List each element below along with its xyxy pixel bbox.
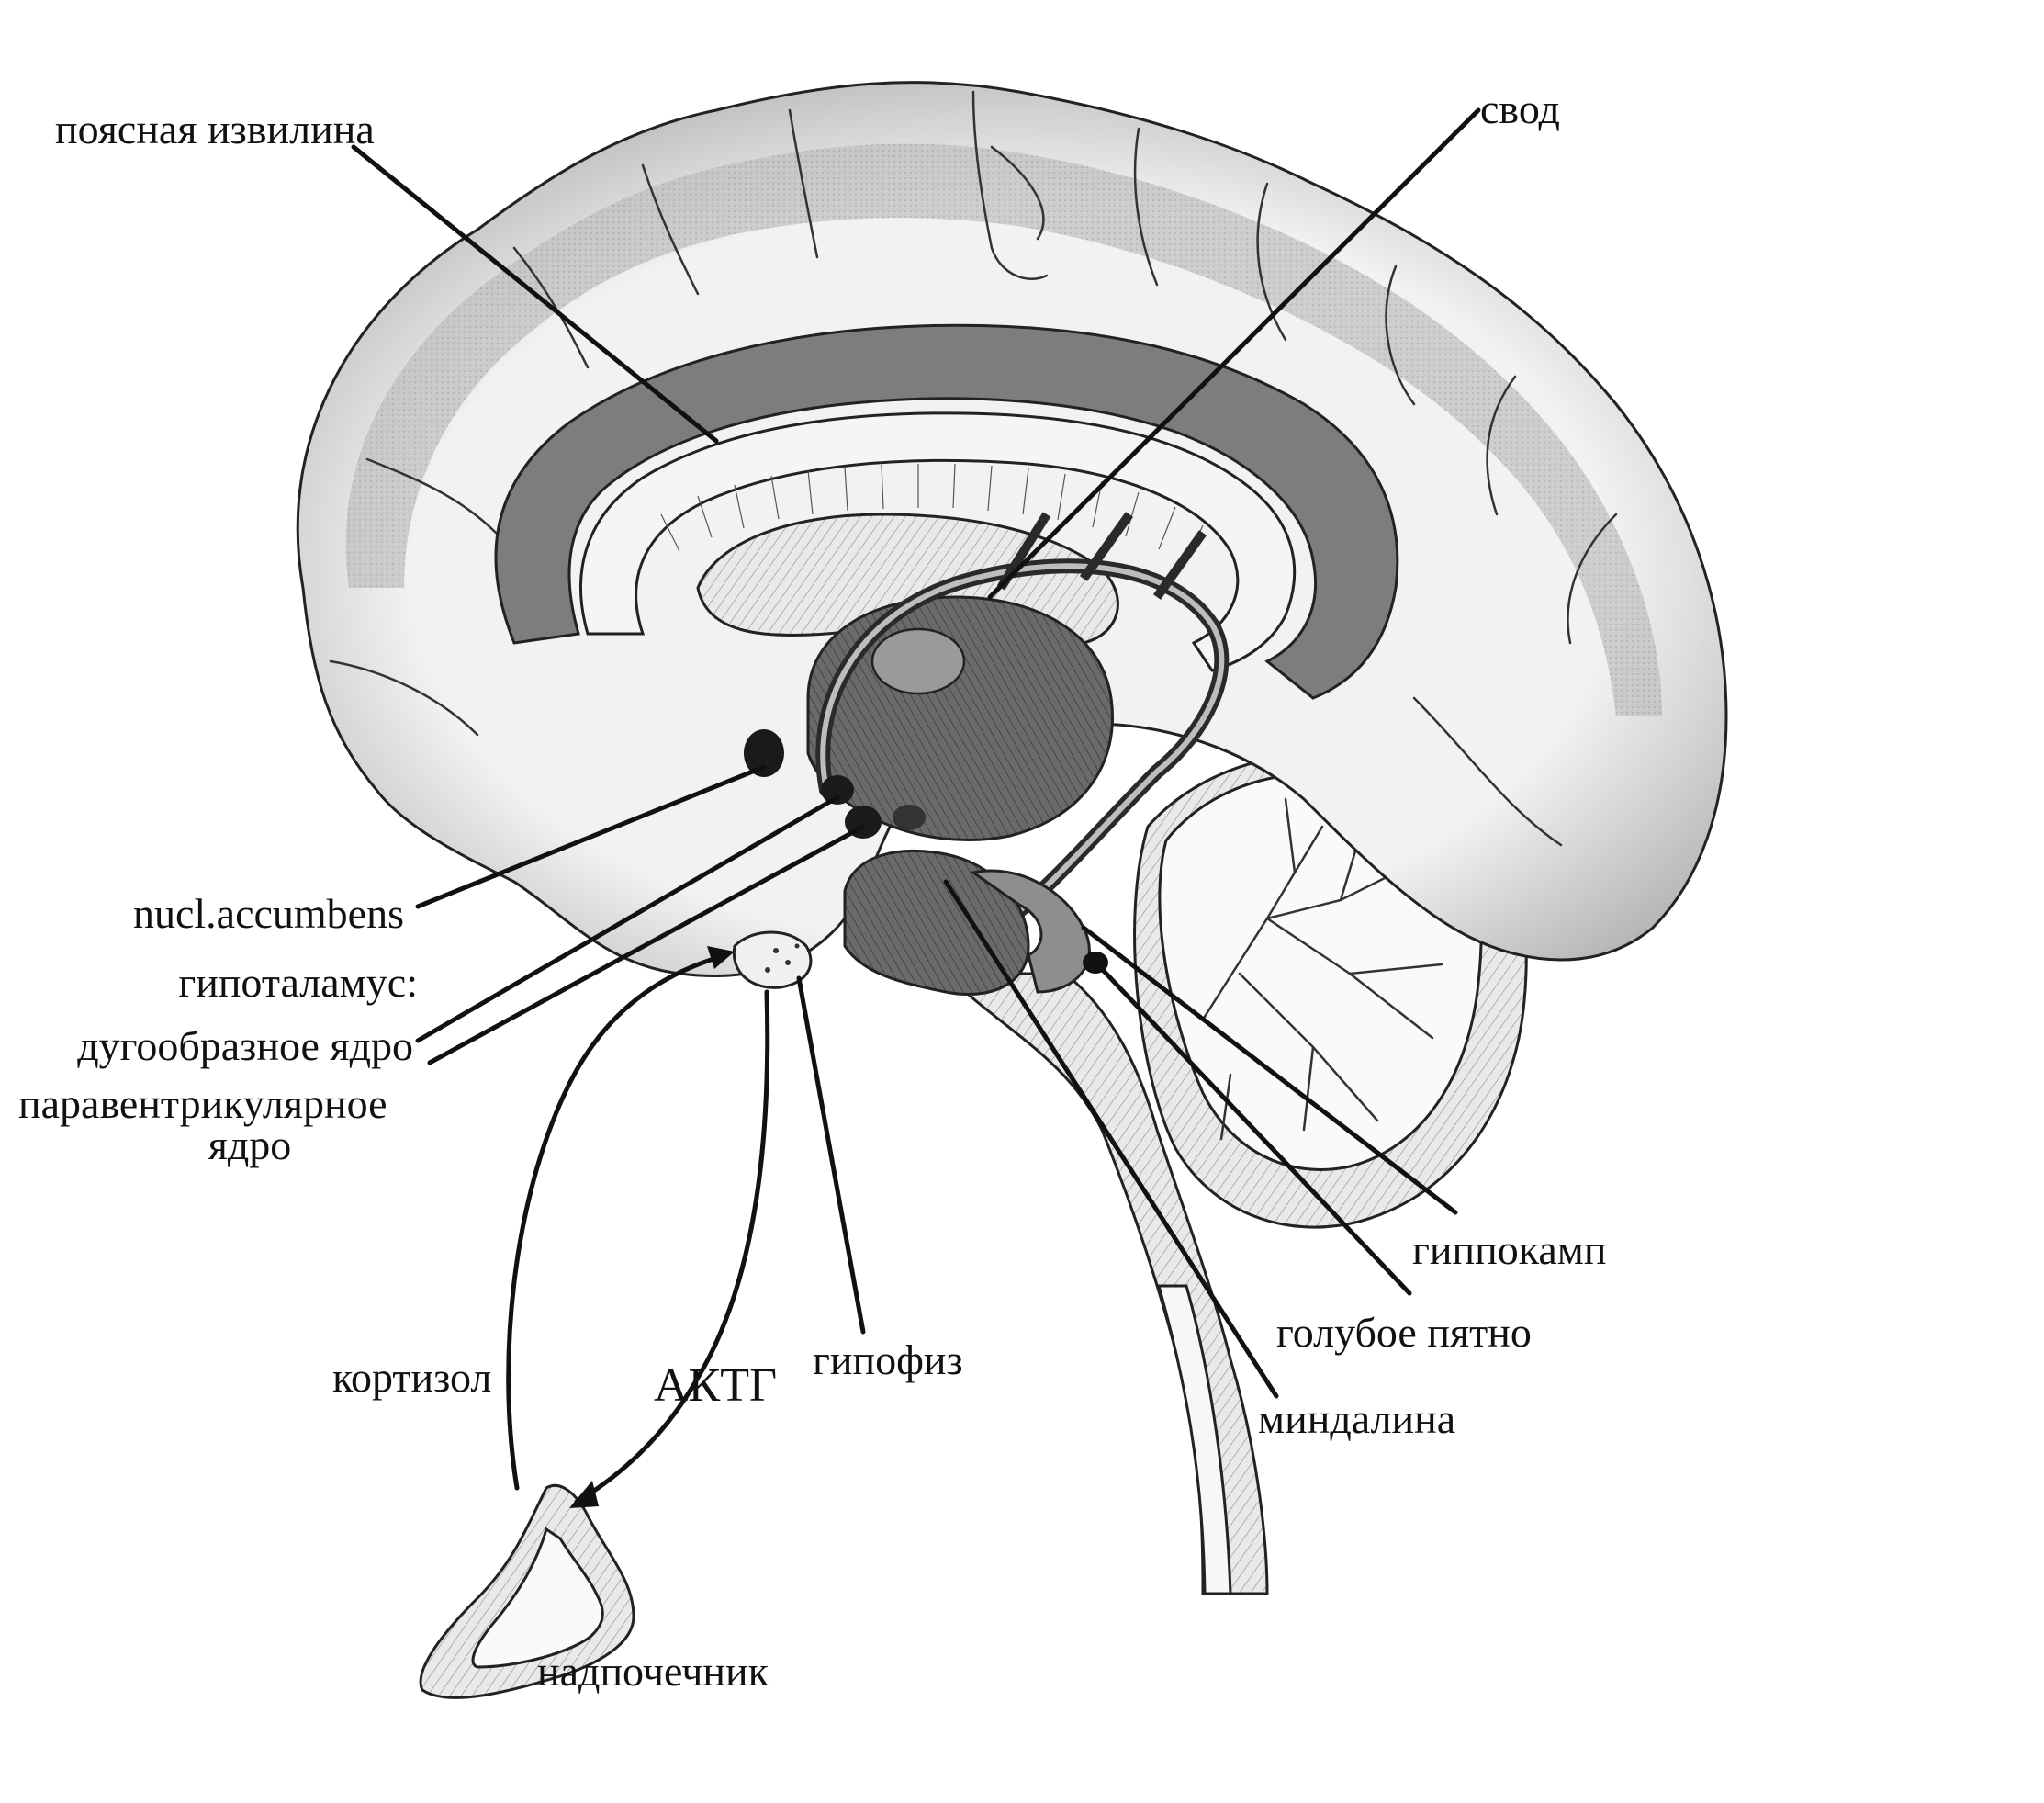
label-fornix: свод (1480, 85, 1560, 132)
label-acth: АКТГ (654, 1359, 777, 1412)
label-accumbens: nucl.accumbens (133, 890, 404, 937)
labels: поясная извилина свод nucl.accumbens гип… (18, 85, 1607, 1695)
deep-structures (696, 512, 1230, 997)
label-hypothalamus: гипоталамус: (178, 959, 418, 1006)
label-cingulate: поясная извилина (55, 106, 375, 152)
label-hippocampus: гиппокамп (1412, 1226, 1607, 1273)
leader-lines (351, 107, 1481, 1399)
acth-arrow (574, 989, 770, 1504)
leader-hippocampus (1081, 925, 1458, 1215)
label-paraventricular-2: ядро (208, 1121, 292, 1168)
label-paraventricular-1: паравентрикулярное (18, 1080, 387, 1127)
cortisol-arrow (506, 952, 728, 1491)
pituitary-gland (732, 930, 813, 989)
leader-arcuate (415, 794, 840, 1043)
label-arcuate: дугообразное ядро (77, 1022, 413, 1069)
leader-fornix (987, 107, 1481, 600)
cortisol-arrowhead (707, 946, 735, 969)
label-pituitary: гипофиз (813, 1336, 963, 1383)
adrenal-gland (419, 1483, 635, 1699)
acth-arrowhead (569, 1481, 599, 1508)
leader-paraventricular (427, 824, 866, 1065)
label-locus-coeruleus: голубое пятно (1276, 1309, 1532, 1356)
label-amygdala: миндалина (1258, 1395, 1455, 1442)
leader-accumbens (415, 764, 767, 909)
leader-cingulate (351, 144, 719, 444)
leader-locus-coeruleus (1099, 966, 1412, 1296)
label-adrenal: надпочечник (537, 1648, 769, 1695)
leader-pituitary (796, 975, 866, 1335)
hormone-arrows (506, 946, 770, 1508)
leader-amygdala (943, 879, 1279, 1399)
label-cortisol: кортизол (332, 1354, 491, 1401)
